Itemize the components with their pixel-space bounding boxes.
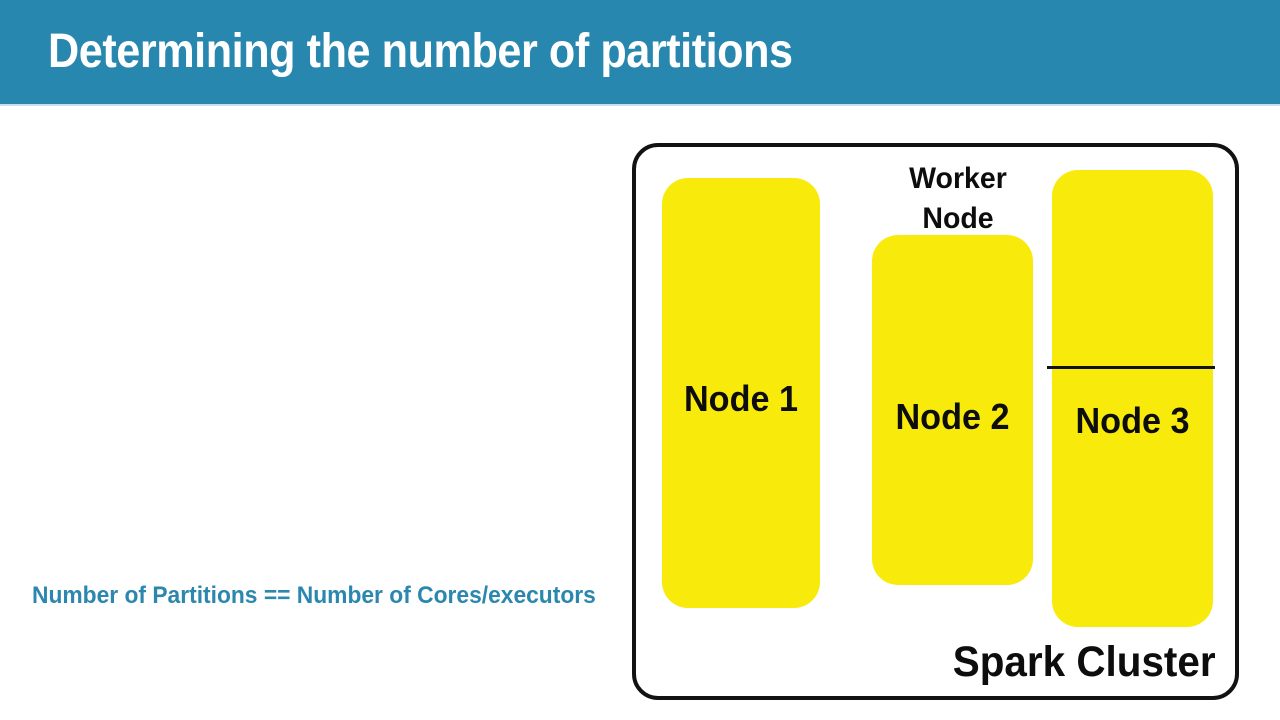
formula-text: Number of Partitions == Number of Cores/… — [32, 582, 596, 609]
spark-cluster-label: Spark Cluster — [953, 638, 1216, 686]
worker-node-label: Worker Node — [873, 159, 1044, 239]
partition-divider-line — [1047, 366, 1215, 369]
node-3-label: Node 3 — [1075, 400, 1190, 442]
worker-node-label-line1: Worker — [909, 162, 1007, 195]
worker-node-label-line2: Node — [922, 202, 994, 235]
node-2: Node 2 — [872, 235, 1033, 585]
slide-title: Determining the number of partitions — [48, 25, 793, 78]
node-1: Node 1 — [662, 178, 820, 608]
node-2-label: Node 2 — [895, 396, 1010, 437]
header-bar: Determining the number of partitions — [0, 0, 1280, 106]
node-3: Node 3 — [1047, 170, 1215, 627]
spark-cluster-box: Worker Node Node 1 Node 2 Node 3 Spark C… — [632, 143, 1239, 700]
node-1-label: Node 1 — [683, 378, 799, 420]
